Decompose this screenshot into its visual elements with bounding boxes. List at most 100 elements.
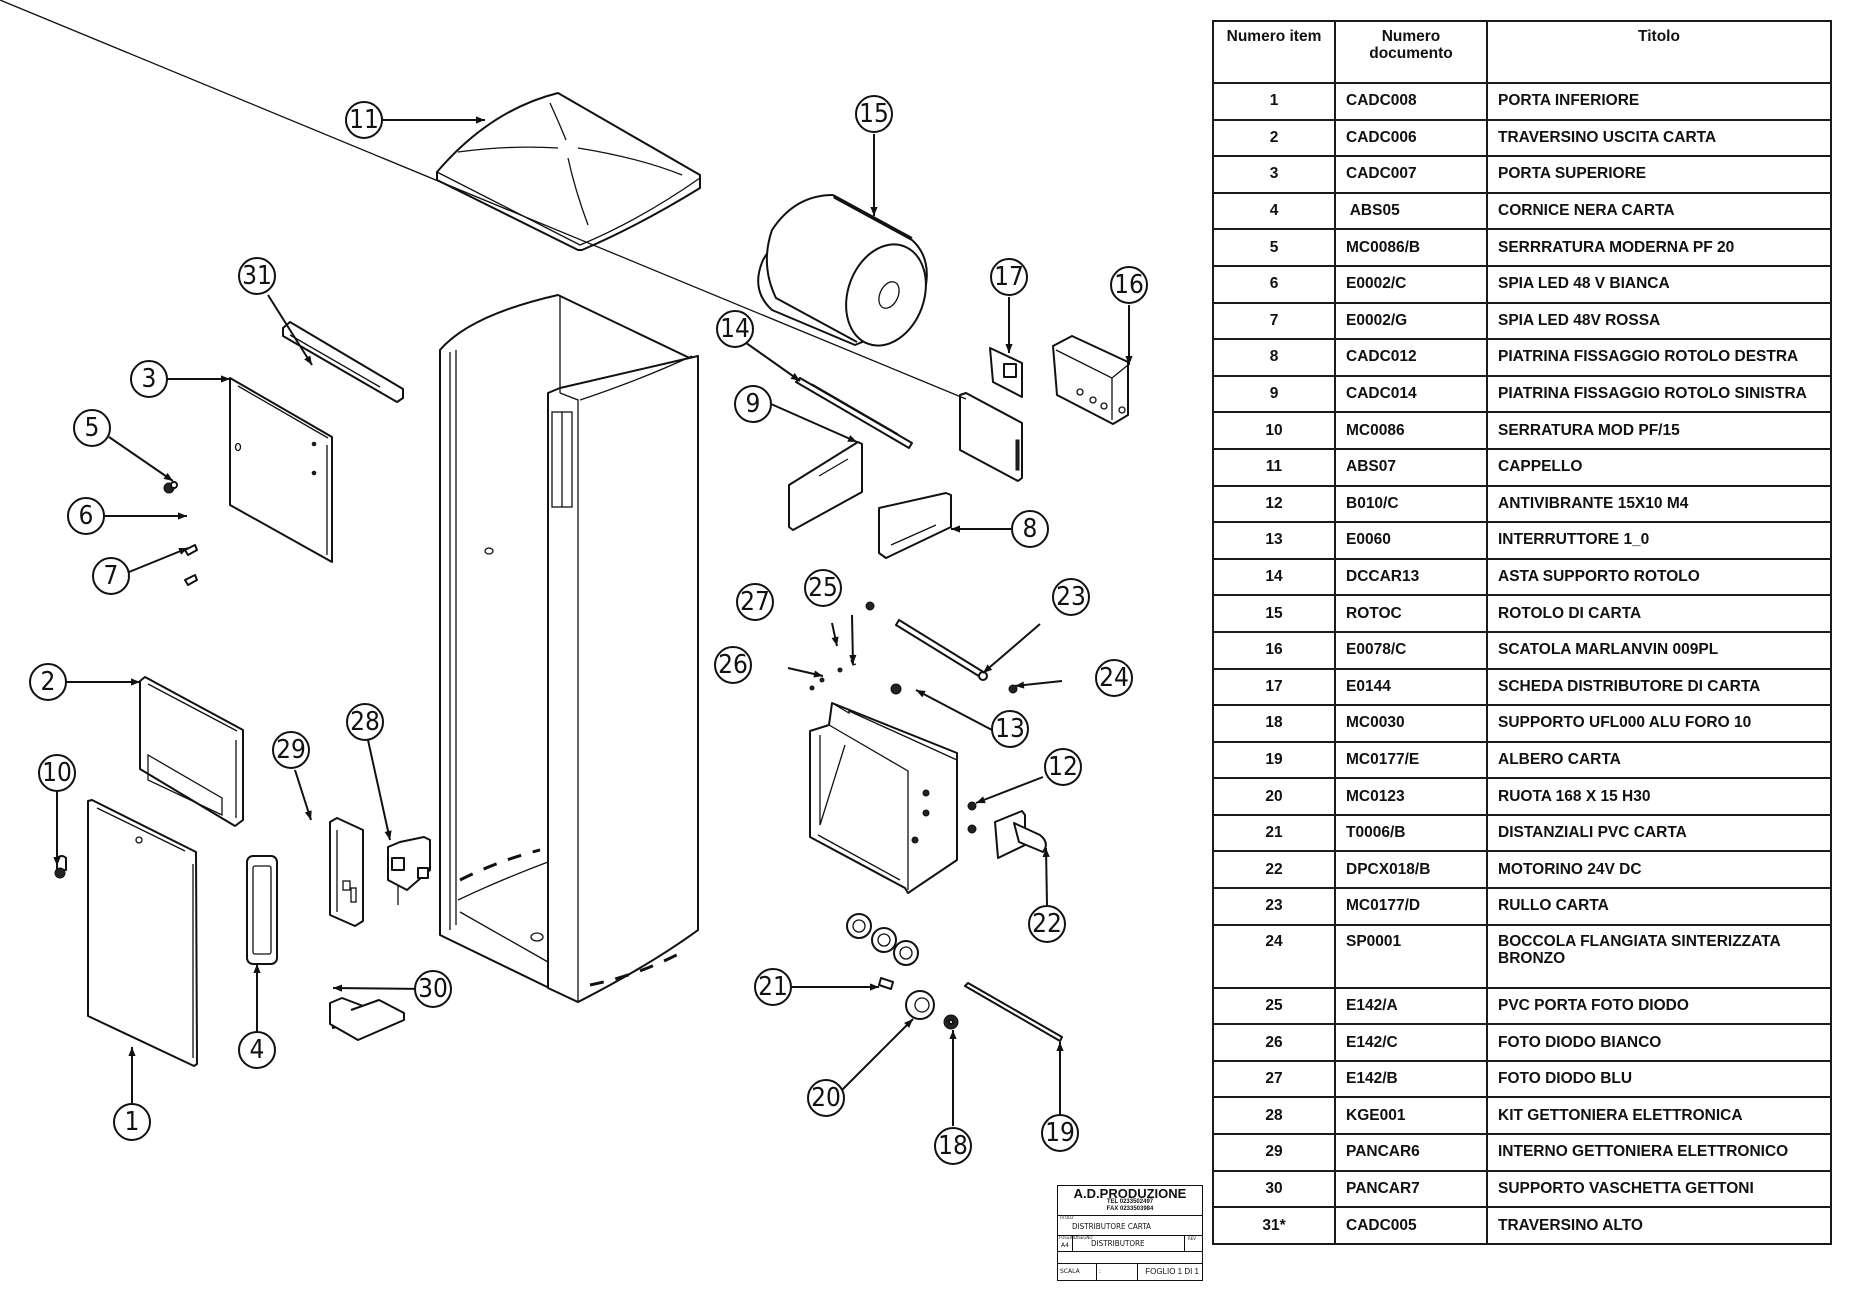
- callout-24[interactable]: 24: [1095, 659, 1133, 697]
- title-cell: ROTOLO DI CARTA: [1486, 594, 1832, 633]
- part-roll-support-rod: [795, 377, 913, 449]
- callout-28[interactable]: 28: [346, 703, 384, 741]
- part-wheel-20: [905, 990, 935, 1020]
- document-number-cell: ROTOC: [1334, 594, 1488, 633]
- title-cell: SCATOLA MARLANVIN 009PL: [1486, 630, 1832, 670]
- document-number-cell: E142/C: [1334, 1023, 1488, 1062]
- item-number-cell: 14: [1212, 557, 1336, 597]
- part-coin-tray-support: [329, 997, 405, 1041]
- item-number-cell: 12: [1212, 484, 1336, 524]
- title-block-title-row: TITOLO DISTRIBUTORE CARTA: [1058, 1215, 1202, 1236]
- callout-12[interactable]: 12: [1044, 748, 1082, 786]
- svg-text:21: 21: [758, 972, 788, 1002]
- title-block-company-row: A.D.PRODUZIONE TEL 0233502497 FAX 023350…: [1058, 1186, 1202, 1216]
- part-lower-door: [87, 799, 198, 1067]
- callout-17[interactable]: 17: [990, 258, 1028, 296]
- part-cabinet: [439, 294, 699, 1003]
- item-number-cell: 21: [1212, 813, 1336, 853]
- callout-27[interactable]: 27: [736, 583, 774, 621]
- titolo-value: DISTRIBUTORE CARTA: [1072, 1222, 1151, 1231]
- item-number-cell: 4: [1212, 191, 1336, 231]
- callout-3[interactable]: 3: [130, 360, 168, 398]
- item-number-cell: 2: [1212, 118, 1336, 158]
- foglio-label: FOGLIO: [1059, 1235, 1075, 1240]
- part-paper-mechanism: [809, 702, 958, 894]
- callout-2[interactable]: 2: [29, 663, 67, 701]
- callout-6[interactable]: 6: [67, 497, 105, 535]
- callout-21[interactable]: 21: [754, 968, 792, 1006]
- document-number-cell: DCCAR13: [1334, 557, 1488, 597]
- svg-text:7: 7: [104, 561, 119, 591]
- title-cell: RULLO CARTA: [1486, 887, 1832, 926]
- callout-7[interactable]: 7: [92, 557, 130, 595]
- title-cell: PVC PORTA FOTO DIODO: [1486, 986, 1832, 1026]
- title-cell: SPIA LED 48V ROSSA: [1486, 301, 1832, 341]
- item-number-cell: 24: [1212, 923, 1336, 989]
- callout-15[interactable]: 15: [855, 95, 893, 133]
- callout-25[interactable]: 25: [804, 569, 842, 607]
- svg-text:20: 20: [811, 1083, 841, 1113]
- callout-23[interactable]: 23: [1052, 578, 1090, 616]
- title-cell: KIT GETTONIERA ELETTRONICA: [1486, 1096, 1832, 1136]
- part-pcb-cover: [0, 0, 1023, 482]
- part-motor: [967, 801, 1047, 859]
- header-doc-line2: documento: [1369, 45, 1453, 62]
- part-spacer-21: [878, 977, 894, 990]
- callout-13[interactable]: 13: [991, 710, 1029, 748]
- column-header-title: Titolo: [1486, 20, 1832, 84]
- callout-1[interactable]: 1: [113, 1103, 151, 1141]
- title-cell: FOTO DIODO BLU: [1486, 1059, 1832, 1099]
- callout-4[interactable]: 4: [238, 1031, 276, 1069]
- callout-22[interactable]: 22: [1028, 905, 1066, 943]
- title-cell: SUPPORTO VASCHETTA GETTONI: [1486, 1169, 1832, 1209]
- callout-9[interactable]: 9: [734, 385, 772, 423]
- callout-8[interactable]: 8: [1011, 510, 1049, 548]
- document-number-cell: MC0123: [1334, 777, 1488, 816]
- document-number-cell: CADC008: [1334, 82, 1488, 121]
- callout-26[interactable]: 26: [714, 646, 752, 684]
- title-cell: INTERNO GETTONIERA ELETTRONICO: [1486, 1133, 1832, 1172]
- callout-5[interactable]: 5: [73, 409, 111, 447]
- svg-text:11: 11: [349, 105, 379, 135]
- item-number-cell: 20: [1212, 777, 1336, 816]
- callout-16[interactable]: 16: [1110, 266, 1148, 304]
- callout-20[interactable]: 20: [807, 1079, 845, 1117]
- title-cell: SERRRATURA MODERNA PF 20: [1486, 228, 1832, 267]
- title-block-scale-row: SCALA : FOGLIO 1 DI 1: [1058, 1263, 1202, 1280]
- callout-31[interactable]: 31: [238, 257, 276, 295]
- callout-18[interactable]: 18: [934, 1127, 972, 1165]
- foglio-cell: FOGLIO A4: [1058, 1235, 1075, 1251]
- callout-19[interactable]: 19: [1041, 1114, 1079, 1152]
- callout-30[interactable]: 30: [414, 970, 452, 1008]
- callout-14[interactable]: 14: [716, 310, 754, 348]
- document-number-cell: MC0177/D: [1334, 887, 1488, 926]
- callout-10[interactable]: 10: [38, 754, 76, 792]
- svg-text:15: 15: [859, 99, 889, 129]
- foglio-value: A4: [1061, 1242, 1069, 1249]
- part-cap: [436, 92, 701, 251]
- part-black-frame: [246, 855, 278, 965]
- titolo-label: TITOLO: [1059, 1215, 1074, 1220]
- callout-11[interactable]: 11: [345, 101, 383, 139]
- item-number-cell: 11: [1212, 447, 1336, 487]
- title-cell: SUPPORTO UFL000 ALU FORO 10: [1486, 704, 1832, 743]
- item-number-cell: 17: [1212, 667, 1336, 707]
- svg-text:23: 23: [1056, 582, 1086, 612]
- small-hardware: [809, 601, 1018, 695]
- company-fax: FAX 0233503984: [1106, 1206, 1154, 1212]
- item-number-cell: 1: [1212, 82, 1336, 121]
- callout-29[interactable]: 29: [272, 731, 310, 769]
- document-number-cell: CADC005: [1334, 1206, 1488, 1245]
- document-number-cell: PANCAR6: [1334, 1133, 1488, 1172]
- header-doc-line1: Numero: [1381, 28, 1441, 45]
- document-number-cell: KGE001: [1334, 1096, 1488, 1136]
- document-number-cell: E142/A: [1334, 986, 1488, 1026]
